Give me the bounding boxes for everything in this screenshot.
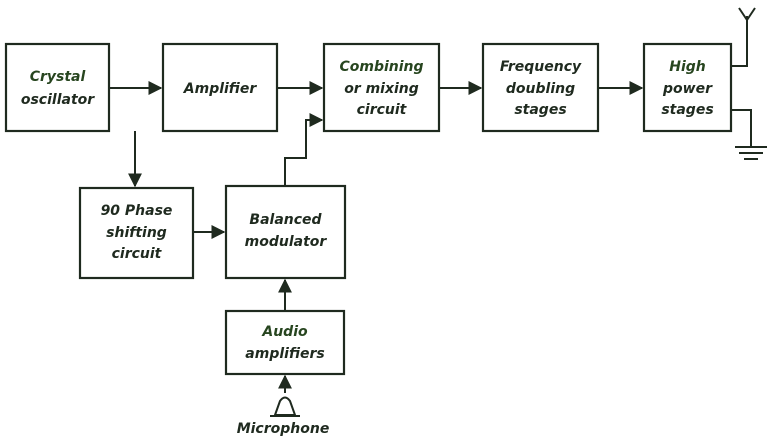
crystal-oscillator-block: Crystal oscillator	[4, 42, 111, 133]
high-power-label-line3: stages	[661, 102, 713, 118]
frequency-label-line2: doubling	[506, 81, 575, 97]
audio-label-line1: Audio	[261, 324, 308, 340]
frequency-label-line3: stages	[514, 102, 566, 118]
antenna-icon	[731, 7, 756, 67]
phase-shifting-block: 90 Phase shifting circuit	[78, 186, 195, 280]
audio-label-line2: amplifiers	[245, 346, 324, 362]
frequency-label-line1: Frequency	[500, 59, 582, 75]
wire-modulator-to-combining	[284, 113, 324, 186]
ground-icon	[731, 109, 767, 160]
phase-label-line3: circuit	[112, 246, 163, 262]
amplifier-block: Amplifier	[161, 42, 279, 133]
frequency-doubling-block: Frequency doubling stages	[481, 42, 600, 133]
combining-circuit-block: Combining or mixing circuit	[322, 42, 441, 133]
high-power-label-line2: power	[662, 81, 713, 97]
crystal-oscillator-label-line2: oscillator	[21, 92, 95, 108]
crystal-oscillator-label-line1: Crystal	[30, 69, 86, 85]
amplifier-label: Amplifier	[183, 81, 258, 97]
audio-amplifiers-block: Audio amplifiers	[224, 309, 346, 376]
phase-label-line2: shifting	[106, 225, 167, 241]
microphone-label: Microphone	[237, 421, 330, 437]
modulator-label-line2: modulator	[245, 234, 328, 250]
combining-label-line2: or mixing	[344, 81, 419, 97]
balanced-modulator-block: Balanced modulator	[224, 184, 347, 280]
high-power-label-line1: High	[669, 59, 706, 75]
high-power-block: High power stages	[642, 42, 733, 133]
combining-label-line3: circuit	[357, 102, 408, 118]
modulator-label-line1: Balanced	[249, 212, 322, 228]
combining-label-line1: Combining	[339, 59, 423, 75]
phase-label-line1: 90 Phase	[101, 203, 173, 219]
microphone-icon	[270, 396, 300, 417]
